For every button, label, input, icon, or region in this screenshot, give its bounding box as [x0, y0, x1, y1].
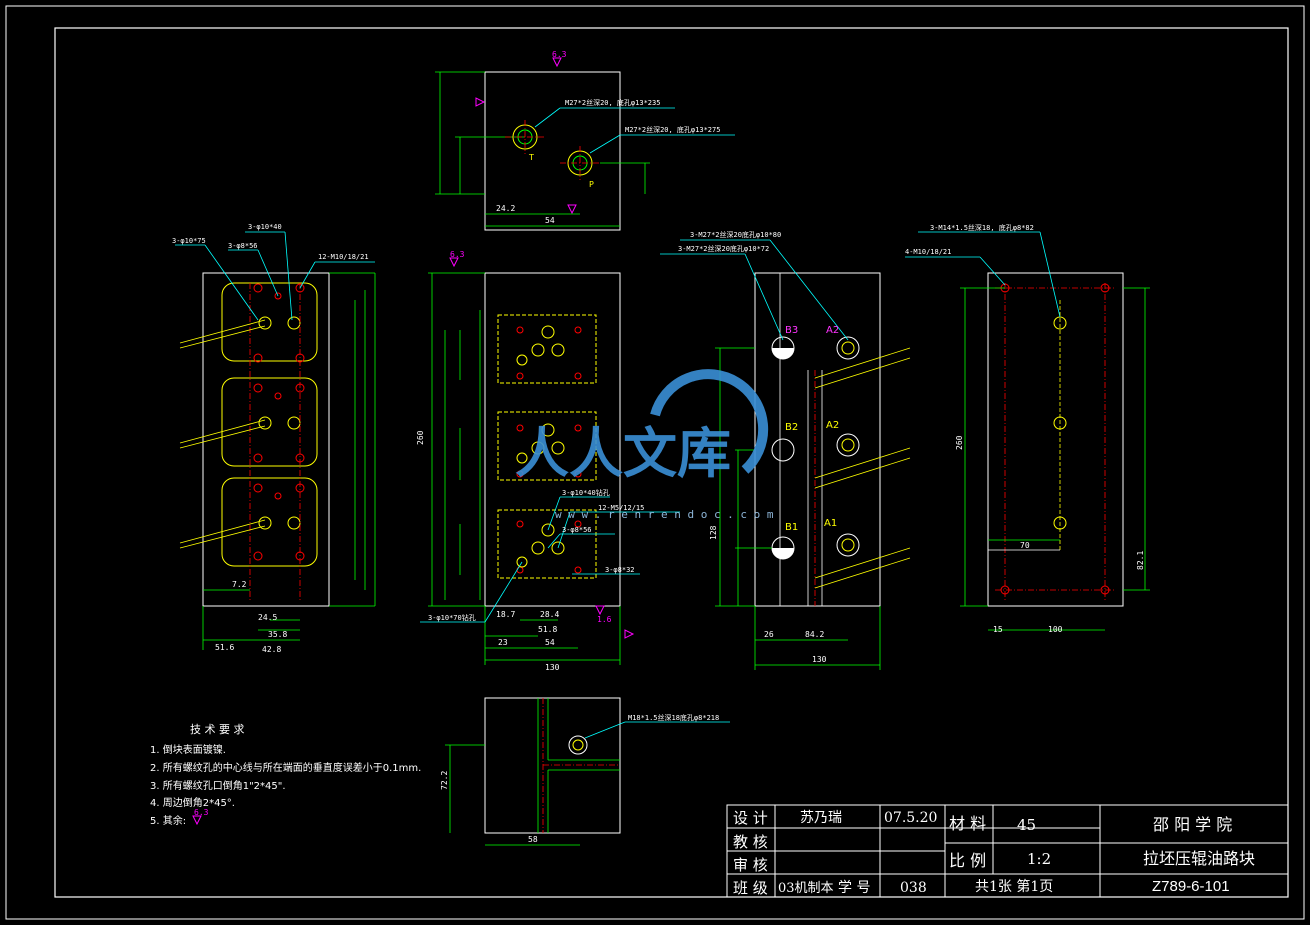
- mid-note-3: 3-φ8*56: [562, 526, 592, 534]
- port-label-b3: B3: [785, 325, 798, 336]
- dim-bot-h: 72.2: [440, 771, 449, 790]
- left-note-4: 12-M10/18/21: [318, 253, 369, 261]
- inner-frame: [54, 27, 1289, 898]
- student-no-label: 学 号: [838, 880, 870, 896]
- dim-top-w: 54: [545, 216, 555, 225]
- bottom-view: M18*1.5丝深18底孔φ8*218 58 72.2: [440, 697, 730, 846]
- dim-mid-e: 51.8: [538, 625, 557, 634]
- port-label-b1: B1: [785, 522, 798, 533]
- watermark-ring: [650, 369, 769, 474]
- watermark: 人人文库 w w w . r e n r e n d o c . c o m: [515, 369, 774, 521]
- roughness-side: 1.6: [597, 615, 612, 624]
- dim-left-d: 35.8: [268, 630, 287, 639]
- tech-item-1: 1. 倒块表面镀镍.: [150, 743, 226, 756]
- drawing-number: Z789-6-101: [1152, 878, 1230, 895]
- dim-side-h: 128: [709, 525, 718, 540]
- tech-heading: 技 术 要 求: [190, 723, 245, 736]
- review-label: 审 核: [733, 856, 768, 874]
- left-note-3: 3-φ10*40: [248, 223, 282, 231]
- dim-far-w: 100: [1048, 625, 1063, 634]
- design-date: 07.5.20: [884, 810, 937, 826]
- top-note-1: M27*2丝深20, 底孔φ13*235: [565, 98, 660, 107]
- dim-mid-a: 54: [545, 638, 555, 647]
- design-label: 设 计: [733, 809, 768, 827]
- dim-far-b: 70: [1020, 541, 1030, 550]
- far-right-view: 3-M14*1.5丝深18, 底孔φ8*82 4-M10/18/21 100 1…: [905, 223, 1150, 634]
- dim-mid-b: 23: [498, 638, 508, 647]
- tech-item-2: 2. 所有螺纹孔的中心线与所在端面的垂直度误差小于0.1mm.: [150, 761, 421, 774]
- dim-left-b: 42.8: [262, 645, 281, 654]
- watermark-url: w w w . r e n r e n d o c . c o m: [555, 508, 774, 521]
- mid-note-4: 3-φ8*32: [605, 566, 635, 574]
- side-view: 3-M27*2丝深20底孔φ10*80 3-M27*2丝深20底孔φ10*72 …: [660, 230, 911, 670]
- roughness-top: 6.3: [552, 50, 567, 59]
- scale-value: 1:2: [1027, 850, 1051, 868]
- roughness-other: 6.3: [194, 808, 209, 817]
- scale-label: 比 例: [949, 851, 986, 870]
- mid-note-1: 3-φ10*40钻孔: [562, 488, 610, 497]
- student-no: 038: [900, 880, 927, 896]
- tech-item-3: 3. 所有螺纹孔口倒角1"2*45".: [150, 779, 286, 792]
- dim-far-c: 82.1: [1136, 551, 1145, 570]
- side-note-2: 3-M27*2丝深20底孔φ10*72: [678, 244, 769, 253]
- port-label-a2: A2: [826, 420, 839, 431]
- left-note-2: 3-φ8*56: [228, 242, 258, 250]
- dim-left-a: 51.6: [215, 643, 234, 652]
- left-note-1: 3-φ10*75: [172, 237, 206, 245]
- check-label: 教 核: [733, 833, 768, 851]
- mid-note-2: 12-M5/12/15: [598, 504, 644, 512]
- dim-left-c: 24.5: [258, 613, 277, 622]
- dim-far-a: 15: [993, 625, 1003, 634]
- port-label-b2: B2: [785, 422, 798, 433]
- far-note-2: 4-M10/18/21: [905, 248, 951, 256]
- top-note-2: M27*2丝深20, 底孔φ13*275: [625, 125, 720, 134]
- dim-left-e: 7.2: [232, 580, 247, 589]
- dim-mid-total: 260: [416, 430, 425, 445]
- port-label-a1: A1: [824, 518, 837, 529]
- tech-item-4: 4. 周边倒角2*45°.: [150, 797, 235, 809]
- tech-item-5: 5. 其余:: [150, 814, 186, 827]
- dim-mid-d: 28.4: [540, 610, 559, 619]
- dim-far-h: 260: [955, 435, 964, 450]
- port-label-t: T: [528, 153, 534, 162]
- side-note-1: 3-M27*2丝深20底孔φ10*80: [690, 230, 781, 239]
- designer-name: 苏乃瑞: [800, 810, 842, 826]
- title-block: [726, 804, 1289, 898]
- dim-side-a: 26: [764, 630, 774, 639]
- dim-mid-w: 130: [545, 663, 560, 672]
- port-label-p: P: [589, 180, 594, 189]
- dim-side-w: 130: [812, 655, 827, 664]
- left-view: 3-φ10*75 3-φ8*56 3-φ10*40 12-M10/18/21 5…: [172, 223, 376, 654]
- sheet-count: 共1张 第1页: [975, 878, 1053, 895]
- class-value: 03机制本: [778, 881, 834, 896]
- roughness-symbol: [192, 815, 202, 826]
- dim-top-a: 24.2: [496, 204, 515, 213]
- dim-bot-w: 58: [528, 835, 538, 844]
- dim-side-b: 84.2: [805, 630, 824, 639]
- title-block-text: 设 计 苏乃瑞 07.5.20 教 核 审 核 班 级 03机制本 学 号 03…: [733, 809, 1255, 897]
- mid-note-5: 3-φ10*70钻孔: [428, 613, 476, 622]
- material-value: 45: [1017, 816, 1036, 834]
- dim-mid-c: 18.7: [496, 610, 515, 619]
- class-label: 班 级: [733, 879, 768, 897]
- part-name: 拉坯压辊油路块: [1143, 849, 1255, 868]
- outer-frame: [5, 5, 1305, 920]
- bottom-note: M18*1.5丝深18底孔φ8*218: [628, 713, 719, 722]
- middle-view: 3-φ10*40钻孔 12-M5/12/15 3-φ8*56 3-φ8*32 3…: [416, 250, 680, 672]
- far-note-1: 3-M14*1.5丝深18, 底孔φ8*82: [930, 223, 1034, 232]
- tech-requirements: 技 术 要 求 1. 倒块表面镀镍. 2. 所有螺纹孔的中心线与所在端面的垂直度…: [150, 723, 421, 827]
- port-label-a3: A2: [826, 325, 839, 336]
- school-name: 邵 阳 学 院: [1153, 815, 1232, 834]
- top-view: M27*2丝深20, 底孔φ13*235 M27*2丝深20, 底孔φ13*27…: [435, 50, 735, 231]
- watermark-logo-text: 人人文库: [515, 422, 731, 485]
- roughness-mid: 6.3: [450, 250, 465, 259]
- material-label: 材 料: [949, 814, 986, 833]
